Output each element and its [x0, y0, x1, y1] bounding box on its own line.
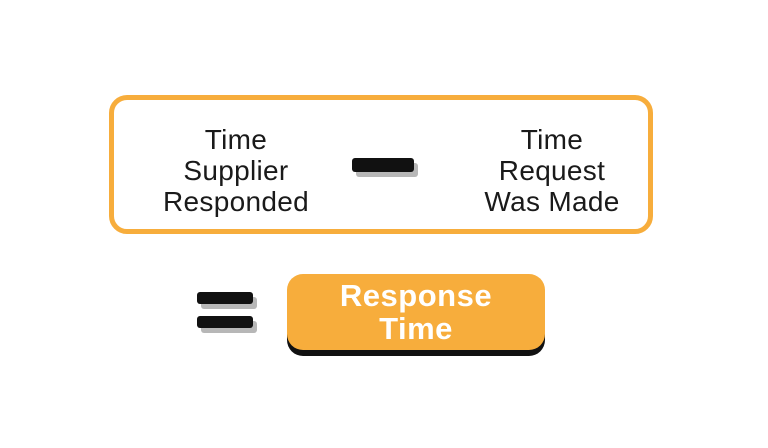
subtrahend-line-1: Time	[520, 124, 584, 155]
equals-bottom-bar-fill	[197, 316, 253, 328]
equals-icon	[197, 292, 261, 336]
formula-box: Time Supplier Responded Time Request Was…	[109, 95, 653, 234]
equals-top-bar	[197, 292, 257, 309]
equals-bottom-bar	[197, 316, 257, 333]
result-pill: Response Time	[287, 274, 545, 356]
result-label: Response Time	[287, 274, 545, 350]
subtrahend-line-3: Was Made	[484, 186, 620, 217]
minuend-line-1: Time	[204, 124, 268, 155]
result-line-2: Time	[379, 311, 453, 346]
minuend-line-2: Supplier	[183, 155, 289, 186]
subtrahend-line-2: Request	[498, 155, 606, 186]
minus-bar	[352, 158, 418, 177]
equals-top-bar-fill	[197, 292, 253, 304]
subtrahend-term: Time Request Was Made	[452, 124, 652, 217]
result-line-1: Response	[339, 278, 493, 313]
minuend-line-3: Responded	[163, 186, 309, 217]
minus-bar-fill	[352, 158, 414, 172]
minus-icon	[352, 158, 418, 178]
minuend-term: Time Supplier Responded	[136, 124, 336, 217]
